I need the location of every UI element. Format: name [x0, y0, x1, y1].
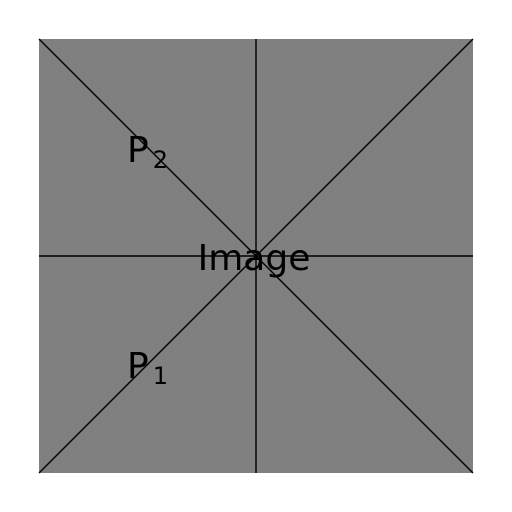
center-label: Image: [198, 238, 311, 279]
point-label-p1: P 1: [127, 346, 168, 390]
point-label-p2-subscript: 2: [153, 146, 168, 174]
point-label-p2: P 2: [127, 130, 168, 174]
point-label-p1-subscript: 1: [153, 362, 168, 390]
point-label-p2-base: P: [127, 130, 149, 171]
point-label-p1-base: P: [127, 346, 149, 387]
